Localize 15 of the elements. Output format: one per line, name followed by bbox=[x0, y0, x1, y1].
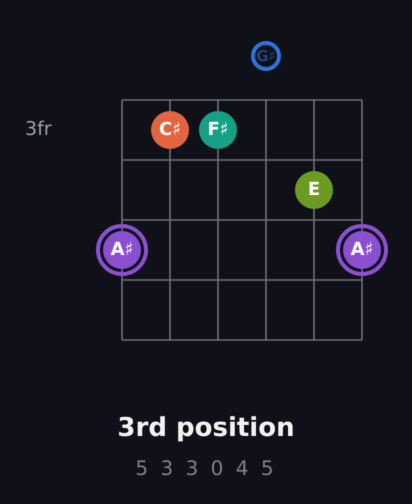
root-note-dot bbox=[336, 224, 388, 276]
note-name: A♯ bbox=[350, 241, 374, 259]
note-name: F♯ bbox=[207, 121, 228, 139]
note-name: G♯ bbox=[256, 48, 276, 64]
fingering-numbers: 5 3 3 0 4 5 bbox=[134, 458, 278, 478]
chord-title: 3rd position bbox=[116, 415, 296, 441]
note-name: C♯ bbox=[159, 121, 181, 139]
note-dot bbox=[151, 111, 189, 149]
note-dot bbox=[199, 111, 237, 149]
note-name: A♯ bbox=[110, 241, 134, 259]
open-string-marker bbox=[251, 41, 281, 71]
fret-number: 3fr bbox=[25, 120, 52, 139]
note-dot bbox=[295, 171, 333, 209]
note-name: E bbox=[308, 181, 320, 199]
root-note-dot bbox=[96, 224, 148, 276]
